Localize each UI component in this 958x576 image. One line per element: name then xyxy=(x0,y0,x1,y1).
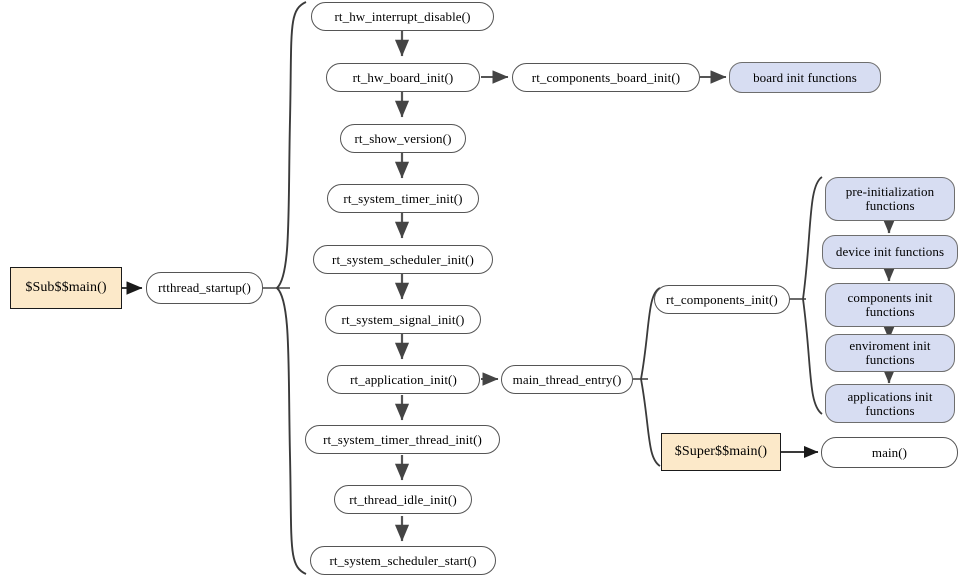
node-rt-hw-interrupt-disable[interactable]: rt_hw_interrupt_disable() xyxy=(311,2,494,31)
node-pre-initialization-functions-label: pre-initialization functions xyxy=(845,184,935,213)
node-device-init-functions[interactable]: device init functions xyxy=(822,235,958,269)
node-rt-thread-idle-init-label: rt_thread_idle_init() xyxy=(349,491,457,507)
node-rt-thread-idle-init[interactable]: rt_thread_idle_init() xyxy=(334,485,472,514)
node-rt-system-timer-init[interactable]: rt_system_timer_init() xyxy=(327,184,479,213)
node-sub-main[interactable]: $Sub$$main() xyxy=(10,267,122,309)
node-rt-system-scheduler-start-label: rt_system_scheduler_start() xyxy=(329,552,477,568)
node-rt-application-init-label: rt_application_init() xyxy=(350,371,457,387)
node-components-init-functions[interactable]: components init functions xyxy=(825,283,955,327)
node-rt-system-signal-init-label: rt_system_signal_init() xyxy=(341,311,465,327)
node-rt-components-init[interactable]: rt_components_init() xyxy=(654,285,790,314)
node-rtthread-startup-label: rtthread_startup() xyxy=(158,280,251,296)
node-rt-system-scheduler-init-label: rt_system_scheduler_init() xyxy=(332,251,474,267)
node-rt-system-timer-thread-init[interactable]: rt_system_timer_thread_init() xyxy=(305,425,500,454)
node-rt-system-timer-thread-init-label: rt_system_timer_thread_init() xyxy=(323,431,482,447)
node-enviroment-init-functions[interactable]: enviroment init functions xyxy=(825,334,955,372)
node-rt-components-board-init-label: rt_components_board_init() xyxy=(531,69,681,85)
node-rtthread-startup[interactable]: rtthread_startup() xyxy=(146,272,263,304)
node-pre-initialization-functions[interactable]: pre-initialization functions xyxy=(825,177,955,221)
node-rt-components-init-label: rt_components_init() xyxy=(666,291,778,307)
node-sub-main-label: $Sub$$main() xyxy=(25,279,107,295)
node-rt-components-board-init[interactable]: rt_components_board_init() xyxy=(512,63,700,92)
node-rt-hw-interrupt-disable-label: rt_hw_interrupt_disable() xyxy=(334,8,471,24)
node-rt-system-scheduler-start[interactable]: rt_system_scheduler_start() xyxy=(310,546,496,575)
node-device-init-functions-label: device init functions xyxy=(835,244,945,260)
node-super-main-label: $Super$$main() xyxy=(674,443,768,459)
node-components-init-functions-label: components init functions xyxy=(847,290,933,319)
node-applications-init-functions-label: applications init functions xyxy=(847,388,933,418)
node-rt-system-timer-init-label: rt_system_timer_init() xyxy=(343,190,463,206)
node-main[interactable]: main() xyxy=(821,437,958,468)
node-rt-show-version-label: rt_show_version() xyxy=(354,130,452,146)
node-rt-system-scheduler-init[interactable]: rt_system_scheduler_init() xyxy=(313,245,493,274)
node-main-thread-entry[interactable]: main_thread_entry() xyxy=(501,365,633,394)
node-rt-show-version[interactable]: rt_show_version() xyxy=(340,124,466,153)
node-board-init-functions[interactable]: board init functions xyxy=(729,62,881,93)
node-board-init-functions-label: board init functions xyxy=(753,69,857,85)
node-rt-hw-board-init[interactable]: rt_hw_board_init() xyxy=(326,63,480,92)
node-rt-system-signal-init[interactable]: rt_system_signal_init() xyxy=(325,305,481,334)
node-super-main[interactable]: $Super$$main() xyxy=(661,433,781,471)
node-main-label: main() xyxy=(871,444,908,460)
node-rt-hw-board-init-label: rt_hw_board_init() xyxy=(352,69,454,85)
node-rt-application-init[interactable]: rt_application_init() xyxy=(327,365,480,394)
node-applications-init-functions[interactable]: applications init functions xyxy=(825,384,955,423)
node-main-thread-entry-label: main_thread_entry() xyxy=(512,371,622,387)
node-enviroment-init-functions-label: enviroment init functions xyxy=(849,338,931,367)
